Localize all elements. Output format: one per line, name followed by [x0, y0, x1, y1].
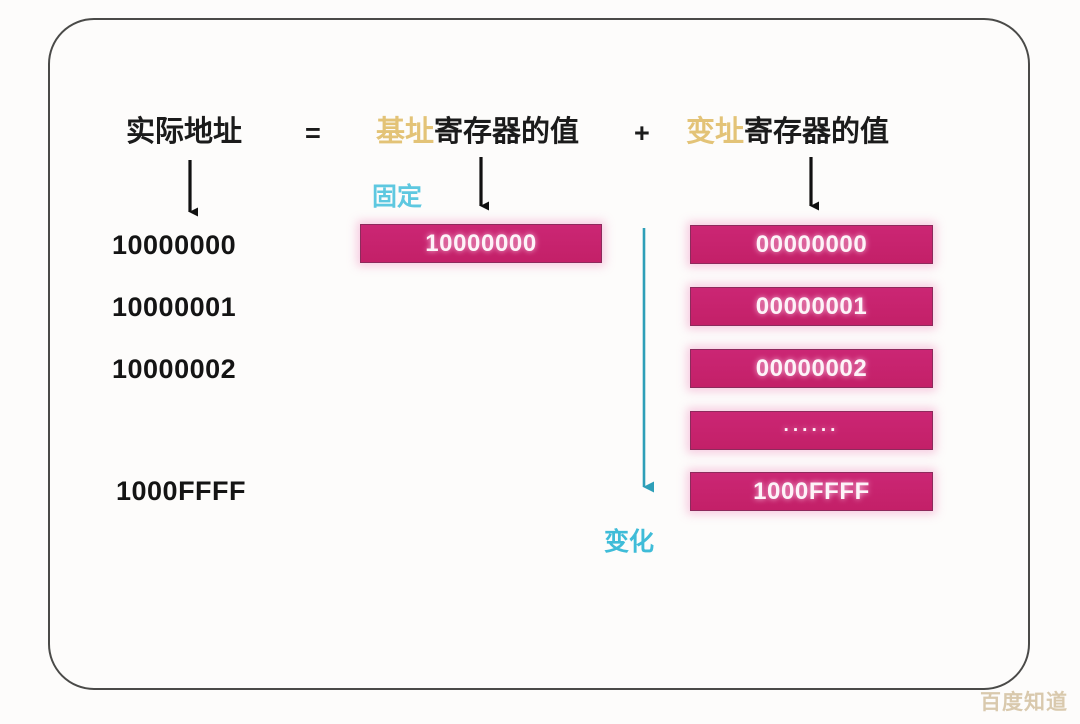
watermark-baidu-zhidao: 百度知道: [980, 691, 1068, 714]
actual-address-2: 10000002: [112, 354, 237, 384]
diagram-frame: [48, 18, 1030, 690]
change-annotation-label: 变化: [604, 528, 655, 556]
actual-address-0: 10000000: [112, 230, 237, 260]
equation-index-register-term: 变址寄存器的值: [686, 118, 889, 147]
base-register-cell: 10000000: [360, 224, 602, 263]
base-register-value: 10000000: [425, 229, 537, 257]
index-register-value-0: 00000000: [755, 230, 868, 258]
equation-index-rest: 寄存器的值: [744, 116, 890, 148]
actual-address-3: 1000FFFF: [116, 476, 247, 506]
equation-base-highlight: 基址: [376, 116, 435, 148]
equation-plus-sign: +: [634, 118, 650, 148]
equation-base-rest: 寄存器的值: [434, 116, 580, 148]
index-register-cell-ellipsis: ······: [690, 411, 933, 450]
index-register-value-ellipsis: ······: [783, 419, 840, 441]
equation-left-term: 实际地址: [126, 116, 243, 148]
equation-equals-sign: =: [305, 118, 321, 148]
equation-base-register-term: 基址寄存器的值: [376, 118, 579, 147]
index-register-cell-2: 00000002: [690, 349, 933, 388]
actual-address-1: 10000001: [112, 292, 237, 322]
index-register-cell-4: 1000FFFF: [690, 472, 933, 511]
index-register-cell-0: 00000000: [690, 225, 933, 264]
index-register-value-2: 00000002: [755, 354, 868, 382]
index-register-value-4: 1000FFFF: [753, 477, 870, 505]
index-register-value-1: 00000001: [755, 292, 868, 320]
equation-index-highlight: 变址: [686, 116, 745, 148]
index-register-cell-1: 00000001: [690, 287, 933, 326]
fixed-annotation-label: 固定: [372, 183, 423, 211]
